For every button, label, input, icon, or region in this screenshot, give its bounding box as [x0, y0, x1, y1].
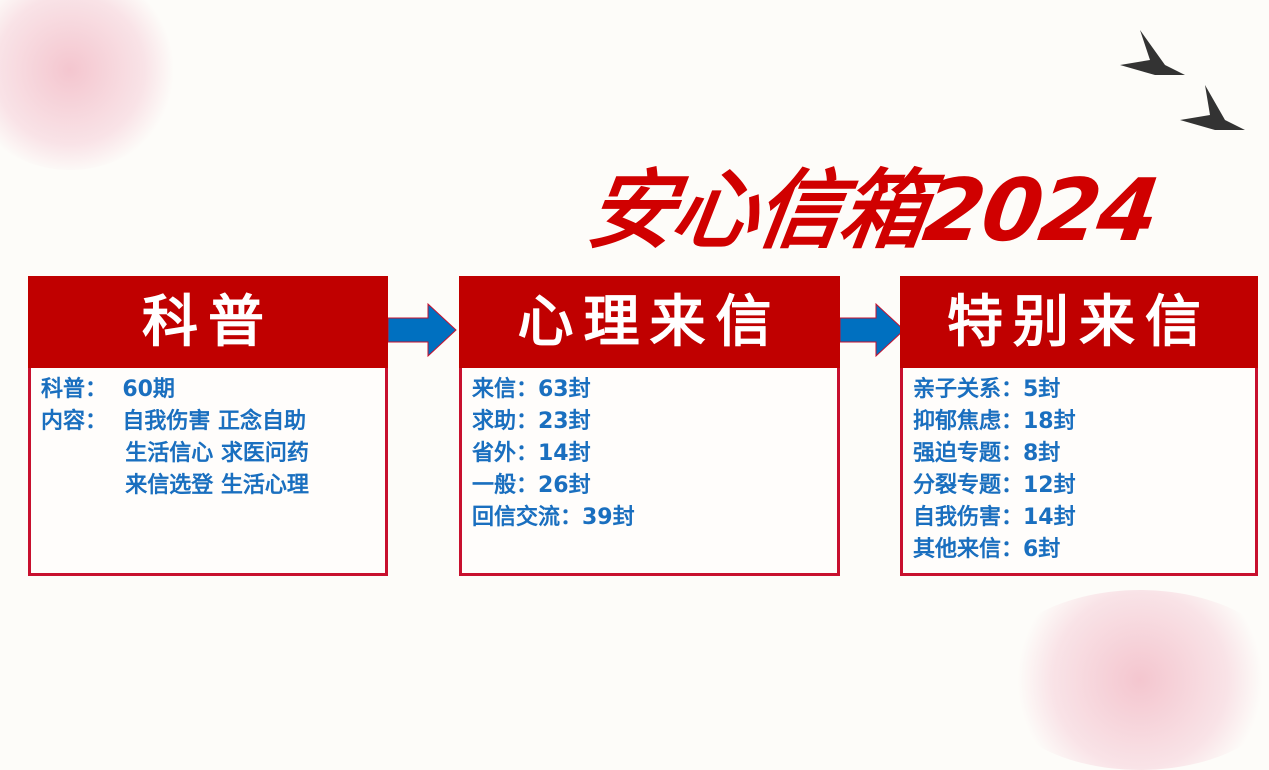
- birds-decoration: [1120, 30, 1245, 130]
- line: 求助：23封: [472, 409, 591, 434]
- line: 回信交流：39封: [472, 505, 635, 530]
- line: 其他来信：6封: [913, 537, 1061, 562]
- line: 来信选登 生活心理: [41, 473, 309, 498]
- box-body: 亲子关系：5封 抑郁焦虑：18封 强迫专题：8封 分裂专题：12封 自我伤害：1…: [900, 368, 1258, 576]
- arrow-right-icon: [840, 302, 905, 358]
- page-title: 安心信箱2024: [581, 161, 1164, 261]
- box-kepu: 科普 科普： 60期 内容： 自我伤害 正念自助 生活信心 求医问药 来信选登 …: [28, 276, 388, 576]
- blossom-decoration: [990, 590, 1269, 770]
- box-heading: 特别来信: [900, 276, 1258, 368]
- arrow-right-icon: [388, 302, 457, 358]
- blossom-decoration: [0, 0, 180, 170]
- box-letters: 心理来信 来信：63封 求助：23封 省外：14封 一般：26封 回信交流：39…: [459, 276, 840, 576]
- line: 内容： 自我伤害 正念自助: [41, 409, 306, 434]
- box-heading: 科普: [28, 276, 388, 368]
- box-body: 来信：63封 求助：23封 省外：14封 一般：26封 回信交流：39封: [459, 368, 840, 576]
- line: 生活信心 求医问药: [41, 441, 309, 466]
- line: 科普： 60期: [41, 377, 175, 402]
- line: 亲子关系：5封: [913, 377, 1061, 402]
- line: 来信：63封: [472, 377, 591, 402]
- line: 强迫专题：8封: [913, 441, 1061, 466]
- line: 抑郁焦虑：18封: [913, 409, 1076, 434]
- line: 省外：14封: [472, 441, 591, 466]
- line: 自我伤害：14封: [913, 505, 1076, 530]
- box-heading: 心理来信: [459, 276, 840, 368]
- line: 分裂专题：12封: [913, 473, 1076, 498]
- box-special: 特别来信 亲子关系：5封 抑郁焦虑：18封 强迫专题：8封 分裂专题：12封 自…: [900, 276, 1258, 576]
- line: 一般：26封: [472, 473, 591, 498]
- box-body: 科普： 60期 内容： 自我伤害 正念自助 生活信心 求医问药 来信选登 生活心…: [28, 368, 388, 576]
